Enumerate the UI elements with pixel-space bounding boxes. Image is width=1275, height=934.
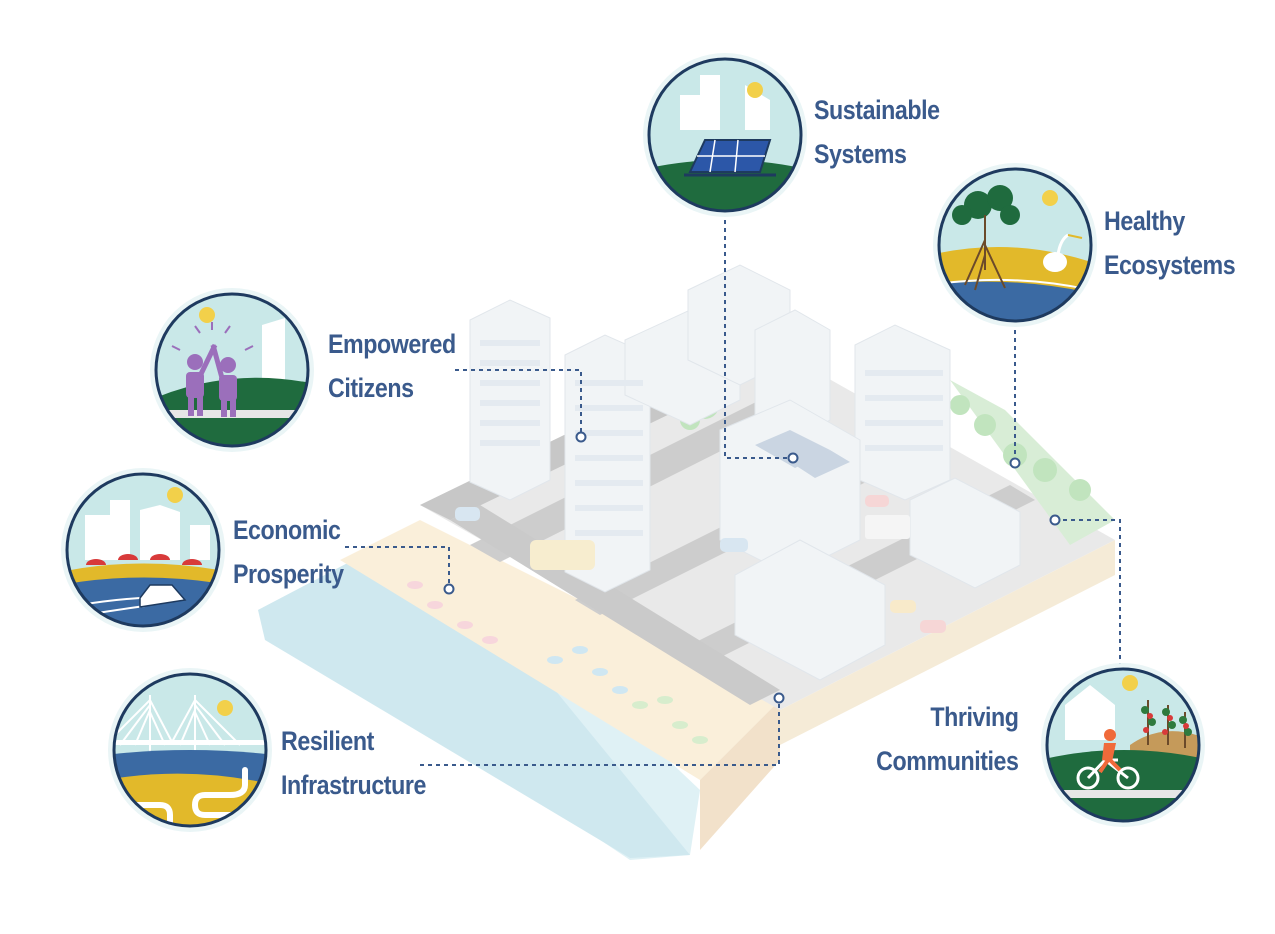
bridge-pipes-icon <box>108 668 272 832</box>
connector-endpoints <box>443 431 1061 704</box>
cyclist-garden-icon <box>1041 663 1205 827</box>
label-thriving-communities: Thriving Communities <box>876 695 1020 783</box>
connector-lines <box>345 212 1121 766</box>
label-economic-line1: Economic <box>233 515 341 545</box>
label-healthy-line1: Healthy <box>1104 206 1185 236</box>
label-sustainable-line2: Systems <box>814 139 907 169</box>
solar-panel-icon <box>643 53 807 217</box>
label-healthy-ecosystems: Healthy Ecosystems <box>1104 199 1236 287</box>
label-resilient-infrastructure: Resilient Infrastructure <box>281 719 426 807</box>
label-economic-prosperity: Economic Prosperity <box>233 508 344 596</box>
label-thriving-line2: Communities <box>876 746 1020 776</box>
label-sustainable-line1: Sustainable <box>814 95 940 125</box>
celebrating-people-icon <box>150 288 314 452</box>
label-resilient-line2: Infrastructure <box>281 770 426 800</box>
label-sustainable-systems: Sustainable Systems <box>814 88 940 176</box>
label-empowered-citizens: Empowered Citizens <box>328 322 456 410</box>
label-healthy-line2: Ecosystems <box>1104 250 1236 280</box>
label-empowered-line2: Citizens <box>328 373 414 403</box>
connector-resilient <box>420 698 780 766</box>
connector-empowered <box>455 369 582 437</box>
beach-boat-icon <box>61 468 225 632</box>
city-illustration <box>258 264 1115 860</box>
label-thriving-line1: Thriving <box>930 702 1020 732</box>
label-resilient-line1: Resilient <box>281 726 374 756</box>
connector-sustainable <box>724 212 793 459</box>
connector-economic <box>345 546 450 589</box>
mangrove-heron-icon <box>933 163 1097 327</box>
label-empowered-line1: Empowered <box>328 329 456 359</box>
label-economic-line2: Prosperity <box>233 559 344 589</box>
connector-thriving <box>1055 519 1121 668</box>
